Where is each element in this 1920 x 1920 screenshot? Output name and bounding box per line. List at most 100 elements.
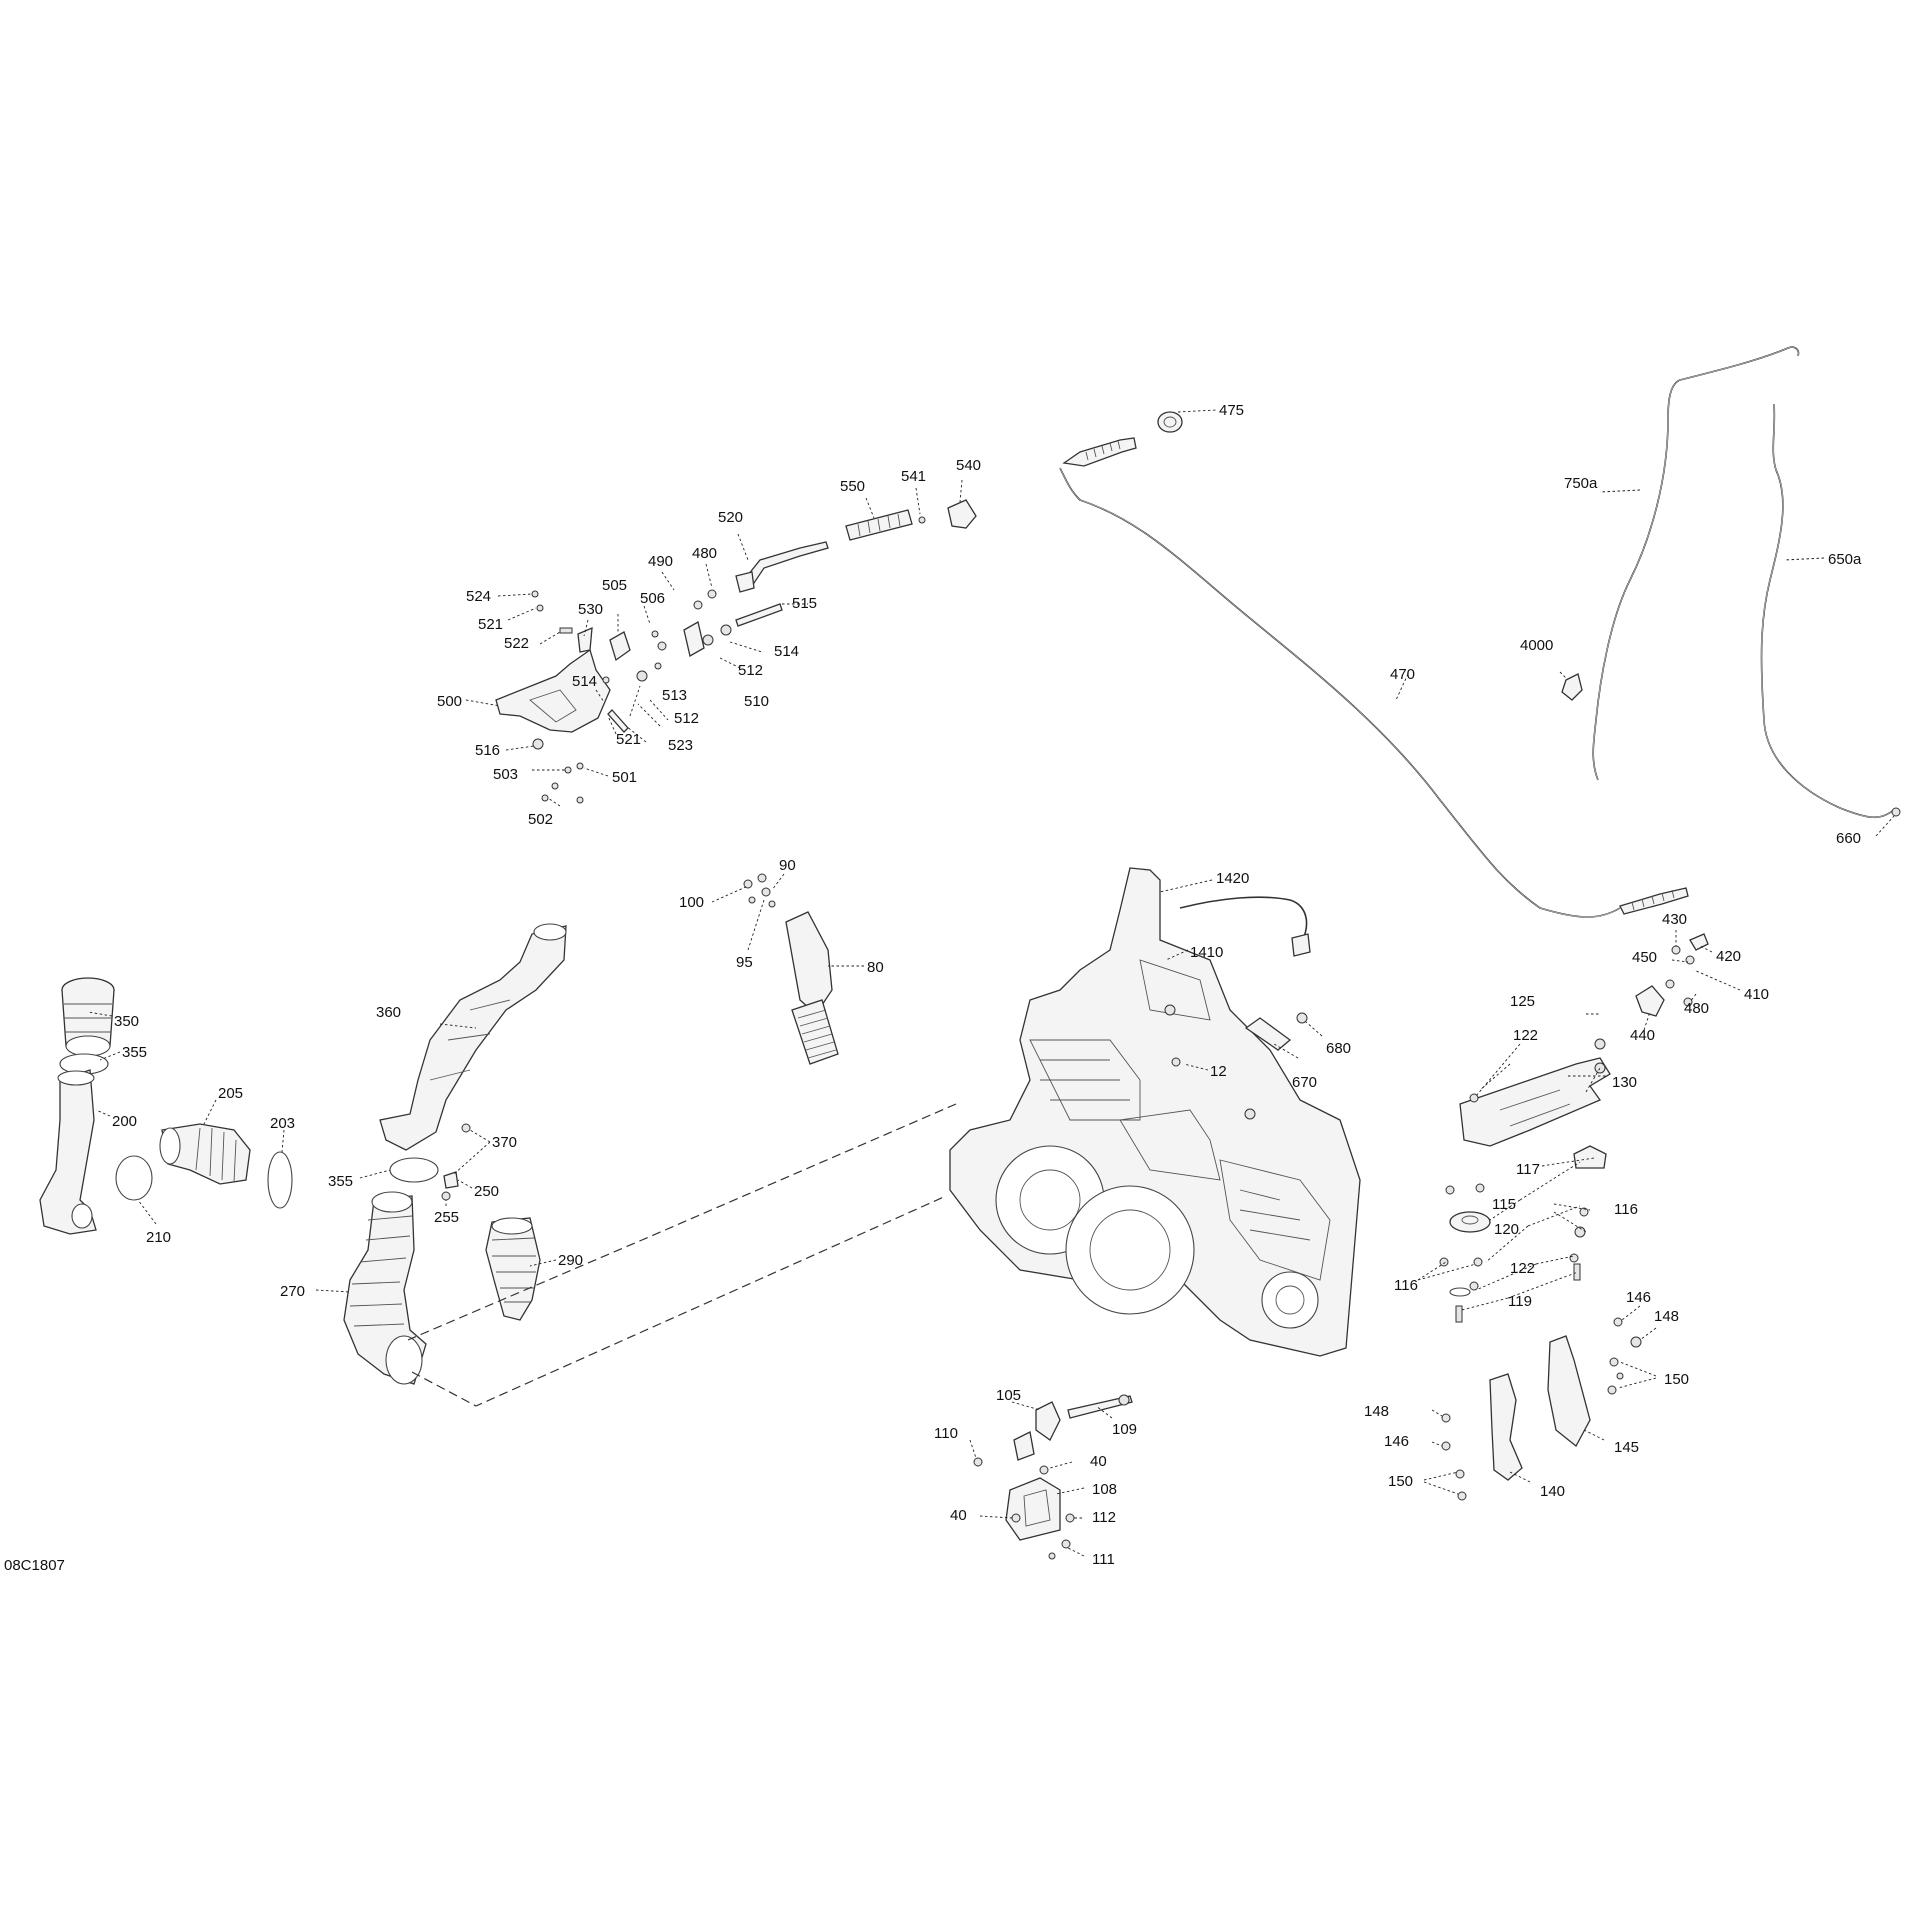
callout-108: 108: [1092, 1481, 1117, 1498]
callout-420: 420: [1716, 948, 1741, 965]
pedal-80: [743, 873, 839, 1065]
callout-146-right: 146: [1626, 1289, 1651, 1306]
callout-125: 125: [1510, 993, 1535, 1010]
callout-120: 120: [1494, 1221, 1519, 1238]
callout-512-right: 512: [738, 662, 763, 679]
callout-490: 490: [648, 553, 673, 570]
knob-540: [947, 499, 977, 529]
callout-410: 410: [1744, 986, 1769, 1003]
callout-250: 250: [474, 1183, 499, 1200]
callout-430: 430: [1662, 911, 1687, 928]
callout-513: 513: [662, 687, 687, 704]
callout-522: 522: [504, 635, 529, 652]
callout-4000: 4000: [1520, 637, 1553, 654]
callout-650a: 650a: [1828, 551, 1862, 568]
duct-200: [39, 1069, 97, 1235]
callout-40-right: 40: [1090, 1453, 1107, 1470]
duct-270: [343, 1191, 427, 1385]
callout-150-right: 150: [1664, 1371, 1689, 1388]
clamp-210: [115, 1155, 153, 1201]
duct-360: [379, 923, 567, 1151]
alignment-line: [407, 1103, 957, 1407]
callout-660: 660: [1836, 830, 1861, 847]
callout-12: 12: [1210, 1063, 1227, 1080]
callout-502: 502: [528, 811, 553, 828]
callout-550: 550: [840, 478, 865, 495]
callout-203: 203: [270, 1115, 295, 1132]
callout-95: 95: [736, 954, 753, 971]
clip-370: [461, 1123, 471, 1133]
callout-516: 516: [475, 742, 500, 759]
bracket-440: [1635, 933, 1709, 1017]
callout-146-left: 146: [1384, 1433, 1409, 1450]
callout-506: 506: [640, 590, 665, 607]
mount-105-108: [973, 1394, 1133, 1560]
callout-355-upper: 355: [122, 1044, 147, 1061]
callout-360: 360: [376, 1004, 401, 1021]
shift-rod-520: [735, 541, 829, 593]
cable-650a: [1760, 403, 1901, 819]
callout-505: 505: [602, 577, 627, 594]
callout-520: 520: [718, 509, 743, 526]
callout-521-upper: 521: [478, 616, 503, 633]
callout-105: 105: [996, 1387, 1021, 1404]
bracket-140: [1441, 1373, 1523, 1501]
callout-150-left: 150: [1388, 1473, 1413, 1490]
callout-1410: 1410: [1190, 944, 1223, 961]
callout-750a: 750a: [1564, 475, 1598, 492]
callout-450: 450: [1632, 949, 1657, 966]
callout-130: 130: [1612, 1074, 1637, 1091]
callout-523: 523: [668, 737, 693, 754]
bolt-12: [1171, 1057, 1181, 1067]
callout-355-lower: 355: [328, 1173, 353, 1190]
callout-512-left: 512: [674, 710, 699, 727]
callout-148-right: 148: [1654, 1308, 1679, 1325]
boot-550: [845, 509, 913, 541]
grommet-475: [1157, 411, 1183, 433]
mount-117: [1573, 1145, 1607, 1169]
callout-210: 210: [146, 1229, 171, 1246]
callout-510: 510: [744, 693, 769, 710]
callout-290: 290: [558, 1252, 583, 1269]
clamp-355b: [389, 1157, 439, 1183]
callout-122-lower: 122: [1510, 1260, 1535, 1277]
callout-111: 111: [1092, 1551, 1115, 1568]
callout-119: 119: [1508, 1293, 1532, 1310]
pedal-bracket-500: [495, 589, 783, 804]
callout-40-left: 40: [950, 1507, 967, 1524]
callout-440: 440: [1630, 1027, 1655, 1044]
callout-670: 670: [1292, 1074, 1317, 1091]
callout-116-left: 116: [1394, 1277, 1418, 1294]
callout-140: 140: [1540, 1483, 1565, 1500]
callout-115: 115: [1492, 1196, 1516, 1213]
callout-480-upper: 480: [692, 545, 717, 562]
mount-115: [1449, 1211, 1491, 1233]
callout-122-upper: 122: [1513, 1027, 1538, 1044]
duct-290: [485, 1217, 541, 1321]
callout-470: 470: [1390, 666, 1415, 683]
callout-514-right: 514: [774, 643, 799, 660]
callout-680: 680: [1326, 1040, 1351, 1057]
callout-521-lower: 521: [616, 731, 641, 748]
cable-750a: [1592, 346, 1800, 781]
callout-503: 503: [493, 766, 518, 783]
callout-116-right: 116: [1614, 1201, 1638, 1218]
callout-270: 270: [280, 1283, 305, 1300]
callout-80: 80: [867, 959, 884, 976]
clip-4000: [1561, 673, 1583, 701]
nut-680: [1296, 1012, 1308, 1024]
callout-110: 110: [934, 1425, 958, 1442]
leader-lines: [87, 409, 1895, 1557]
diagram-reference-code: 08C1807: [4, 1557, 65, 1574]
callout-109: 109: [1112, 1421, 1137, 1438]
callout-350: 350: [114, 1013, 139, 1030]
clamp-355a: [59, 1053, 109, 1075]
callout-370: 370: [492, 1134, 517, 1151]
callout-148-left: 148: [1364, 1403, 1389, 1420]
callout-480-lower: 480: [1684, 1000, 1709, 1017]
callout-112: 112: [1092, 1509, 1116, 1526]
callout-500: 500: [437, 693, 462, 710]
callout-205: 205: [218, 1085, 243, 1102]
pin-541: [918, 516, 926, 524]
